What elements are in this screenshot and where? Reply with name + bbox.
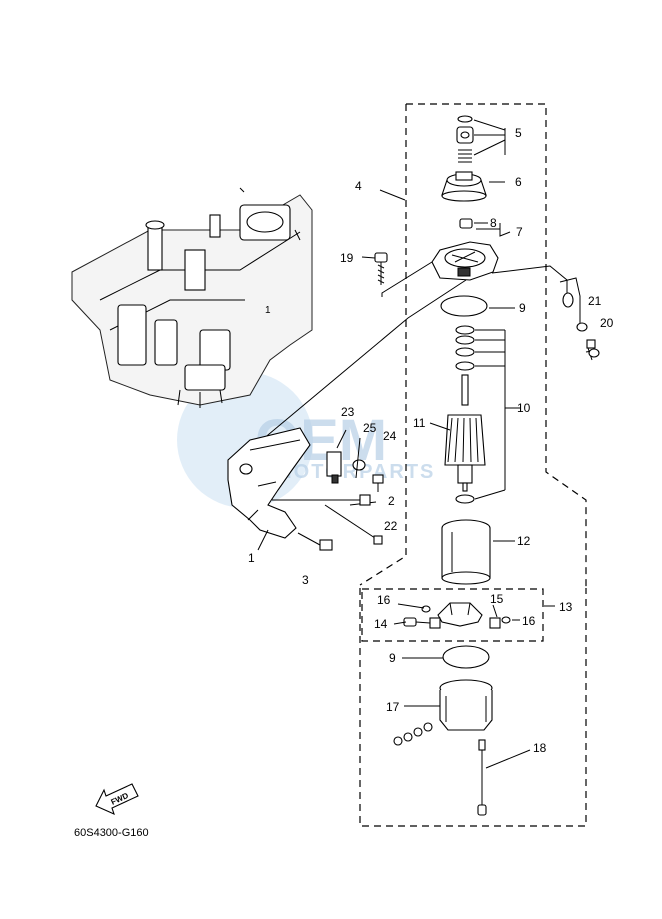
callout-9-lower: 9 bbox=[389, 651, 396, 665]
bushing-set bbox=[459, 218, 511, 237]
engine-label-mark: 1 bbox=[265, 305, 271, 316]
callout-1: 1 bbox=[248, 551, 255, 565]
callout-4: 4 bbox=[355, 179, 362, 193]
brush-holder-assy bbox=[393, 602, 555, 629]
callout-2: 2 bbox=[388, 494, 395, 508]
callout-18: 18 bbox=[533, 741, 547, 755]
callout-8: 8 bbox=[490, 216, 497, 230]
yoke bbox=[441, 519, 515, 585]
group-boundary-upper-right bbox=[406, 103, 587, 588]
callout-7: 7 bbox=[516, 225, 523, 239]
callout-21: 21 bbox=[588, 294, 602, 308]
drive-pinion bbox=[441, 171, 505, 202]
callout-23: 23 bbox=[341, 405, 355, 419]
o-ring-lower bbox=[442, 645, 490, 669]
watermark-subtext: MOTORPARTS bbox=[275, 461, 435, 483]
group-boundary-lower bbox=[359, 588, 587, 827]
diagram-code: 60S4300-G160 bbox=[74, 827, 149, 839]
callout-11: 11 bbox=[413, 416, 426, 430]
armature bbox=[429, 374, 486, 492]
o-ring-upper bbox=[440, 295, 488, 317]
mounting-bracket bbox=[227, 427, 384, 551]
callout-10: 10 bbox=[517, 401, 531, 415]
callout-5: 5 bbox=[515, 126, 522, 140]
callout-20: 20 bbox=[600, 316, 614, 330]
brush-holder-group-box bbox=[361, 588, 544, 642]
callout-12: 12 bbox=[517, 534, 531, 548]
callout-labels: 5 6 8 7 4 19 9 21 20 10 11 23 25 24 2 22… bbox=[248, 126, 614, 755]
callout-6: 6 bbox=[515, 175, 522, 189]
callout-3: 3 bbox=[302, 573, 309, 587]
callout-25: 25 bbox=[363, 421, 377, 435]
callout-14: 14 bbox=[374, 617, 388, 631]
engine-block: 1 bbox=[71, 187, 313, 408]
leader-19 bbox=[361, 256, 376, 259]
washer-set bbox=[455, 325, 506, 504]
callout-22: 22 bbox=[384, 519, 398, 533]
leader-4 bbox=[379, 189, 406, 201]
callout-9-upper: 9 bbox=[519, 301, 526, 315]
callout-17: 17 bbox=[386, 700, 400, 714]
group-boundary-upper-left bbox=[359, 104, 407, 586]
lower-bracket bbox=[393, 679, 493, 746]
pinion-stopper-set bbox=[456, 115, 506, 163]
lead-wire bbox=[559, 277, 600, 361]
starter-upper-bracket bbox=[249, 241, 568, 451]
fwd-arrow: FWD bbox=[95, 783, 139, 816]
through-bolt bbox=[477, 739, 531, 816]
callout-16-left: 16 bbox=[377, 593, 391, 607]
callout-16-right: 16 bbox=[522, 614, 536, 628]
bolt-19 bbox=[374, 252, 388, 285]
callout-19: 19 bbox=[340, 251, 354, 265]
callout-24: 24 bbox=[383, 429, 397, 443]
callout-15: 15 bbox=[490, 592, 504, 606]
callout-13: 13 bbox=[559, 600, 573, 614]
